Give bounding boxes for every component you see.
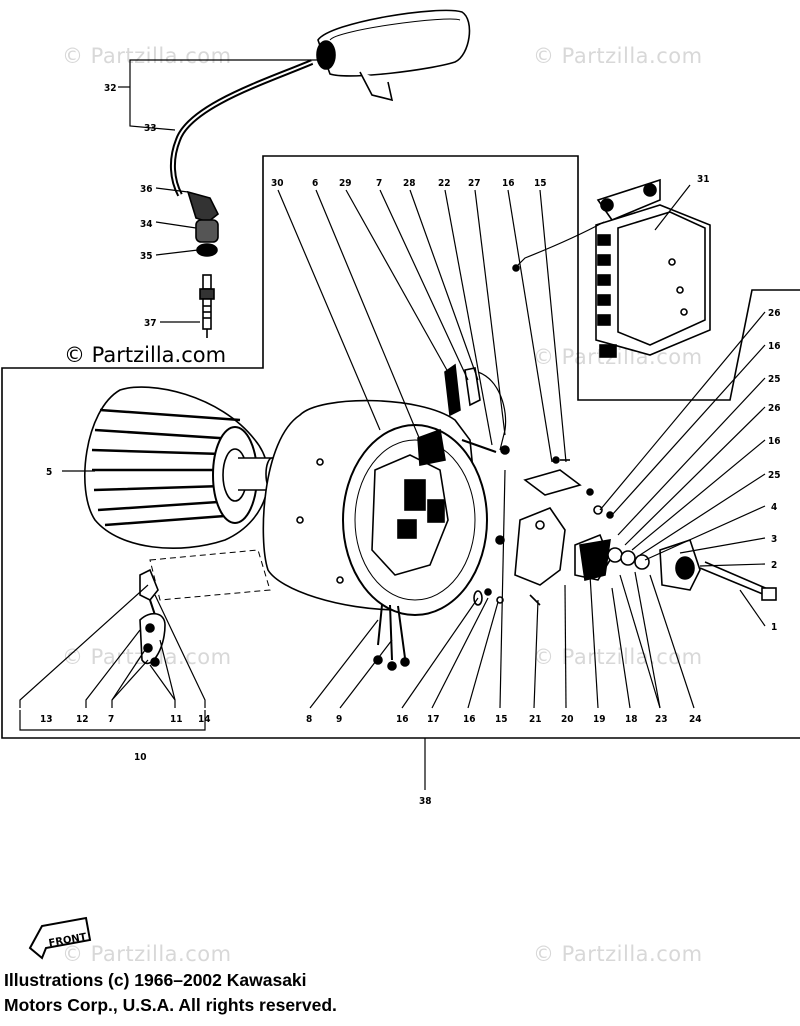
watermark: © Partzilla.com [533,44,703,68]
copyright-line-1: Illustrations (c) 1966–2002 Kawasaki [4,970,307,990]
callout-label[interactable]: 26 [768,403,781,414]
callout-label[interactable]: 34 [140,219,153,230]
callout-label[interactable]: 30 [271,178,284,189]
callout-label[interactable]: 38 [419,796,432,807]
callout-label[interactable]: 13 [40,714,53,725]
callout-label[interactable]: 20 [561,714,574,725]
callout-label[interactable]: 16 [768,436,781,447]
callout-label[interactable]: 15 [534,178,547,189]
callout-label[interactable]: 32 [104,83,117,94]
watermark: © Partzilla.com [62,942,232,966]
callout-label[interactable]: 27 [468,178,481,189]
callout-label[interactable]: 6 [312,178,318,189]
ignition-coil-drawing [170,9,471,197]
callout-label[interactable]: 36 [140,184,153,195]
callout-label[interactable]: 25 [768,470,781,481]
assembly-frame [1,155,800,739]
callout-label[interactable]: 5 [46,467,52,478]
callout-label[interactable]: 2 [771,560,777,571]
brand-mark: © Partzilla.com [64,343,227,367]
callout-label[interactable]: 18 [625,714,638,725]
regulator-drawing [512,178,711,358]
copyright-line-2: Motors Corp., U.S.A. All rights reserved… [4,995,337,1015]
callout-label[interactable]: 10 [134,752,147,763]
callout-label[interactable]: 16 [502,178,515,189]
callout-label[interactable]: 19 [593,714,606,725]
stator-housing-drawing [262,399,488,671]
plug-cap-drawing [186,190,220,338]
callout-label[interactable]: 15 [495,714,508,725]
callout-label[interactable]: 35 [140,251,153,262]
callout-numbers: 32 33 36 34 35 37 30 6 29 7 28 22 27 16 … [40,83,781,807]
callout-label[interactable]: 26 [768,308,781,319]
callout-label[interactable]: 37 [144,318,157,329]
brush-assembly-drawing [139,549,271,667]
callout-label[interactable]: 28 [403,178,416,189]
callout-label[interactable]: 16 [463,714,476,725]
callout-label[interactable]: 23 [655,714,668,725]
watermark: © Partzilla.com [533,942,703,966]
callout-label[interactable]: 17 [427,714,440,725]
callout-label[interactable]: 22 [438,178,451,189]
callout-label[interactable]: 4 [771,502,777,513]
callout-label[interactable]: 29 [339,178,352,189]
callout-label[interactable]: 31 [697,174,710,185]
leader-lines [19,59,766,790]
rotor-drawing [84,386,279,549]
front-arrow [28,916,92,960]
small-parts-drawing [444,363,777,606]
callout-label[interactable]: 16 [396,714,409,725]
callout-label[interactable]: 3 [771,534,777,545]
callout-label[interactable]: 12 [76,714,89,725]
callout-label[interactable]: 21 [529,714,542,725]
callout-label[interactable]: 24 [689,714,702,725]
callout-label[interactable]: 7 [108,714,114,725]
callout-label[interactable]: 8 [306,714,312,725]
watermark: © Partzilla.com [62,44,232,68]
callout-label[interactable]: 7 [376,178,382,189]
watermark: © Partzilla.com [533,345,703,369]
callout-label[interactable]: 11 [170,714,183,725]
callout-label[interactable]: 9 [336,714,342,725]
callout-label[interactable]: 25 [768,374,781,385]
callout-label[interactable]: 16 [768,341,781,352]
callout-label[interactable]: 1 [771,622,777,633]
callout-label[interactable]: 14 [198,714,211,725]
callout-label[interactable]: 33 [144,123,157,134]
